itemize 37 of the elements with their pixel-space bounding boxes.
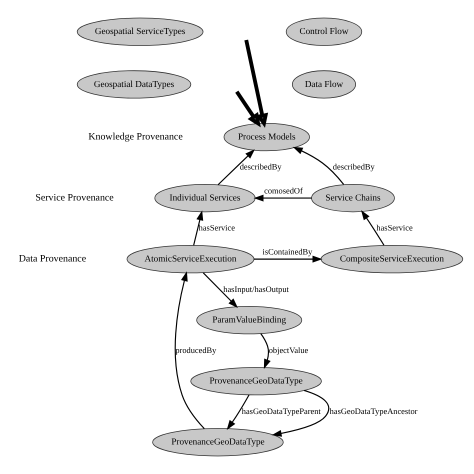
arrow: [244, 40, 268, 128]
arrow: [260, 333, 271, 370]
arrow: [202, 272, 238, 308]
node-ellipse: Data Flow: [292, 70, 356, 99]
arrow: [235, 90, 268, 128]
edge-label: describedBy: [240, 162, 282, 172]
node-ellipse: Control Flow: [286, 18, 362, 46]
node-ellipse: ProvenanceGeoDataType: [190, 367, 322, 396]
arrow: [292, 146, 344, 185]
edge-label: hasInput/hasOutput: [223, 284, 289, 294]
edge-label: isContainedBy: [262, 247, 312, 256]
node-ellipse: ParamValueBinding: [196, 306, 302, 334]
edge-label: objectValue: [268, 346, 308, 355]
node-ellipse: Geospatial ServiceTypes: [76, 18, 204, 46]
label: Data Provenance: [18, 254, 86, 265]
edge-label: hasService: [376, 224, 413, 233]
node-ellipse: Process Models: [224, 122, 310, 152]
arrow: [218, 149, 255, 186]
edge-label: comosedOf: [264, 186, 303, 196]
arrow: [254, 256, 322, 263]
node-ellipse: AtomicServiceExecution: [126, 245, 254, 274]
edge-label: describedBy: [332, 162, 375, 172]
edge-label: hasGeoDataTypeAncestor: [330, 406, 418, 416]
node-ellipse: Service Chains: [311, 184, 395, 212]
edge-label: hasService: [198, 224, 235, 233]
node-ellipse: Individual Services: [154, 184, 256, 212]
label: Service Provenance: [35, 192, 114, 204]
arrow: [226, 394, 250, 430]
node-ellipse: Geospatial DataTypes: [76, 70, 192, 99]
arrow: [193, 210, 204, 246]
edge-label: hasGeoDataTypeParent: [242, 406, 321, 416]
arrow: [174, 271, 205, 430]
arrow: [254, 194, 312, 202]
arrow: [361, 210, 384, 246]
label: Knowledge Provenance: [88, 132, 183, 143]
node-ellipse: CompositeServiceExecution: [320, 245, 464, 274]
arrow: [272, 390, 330, 437]
